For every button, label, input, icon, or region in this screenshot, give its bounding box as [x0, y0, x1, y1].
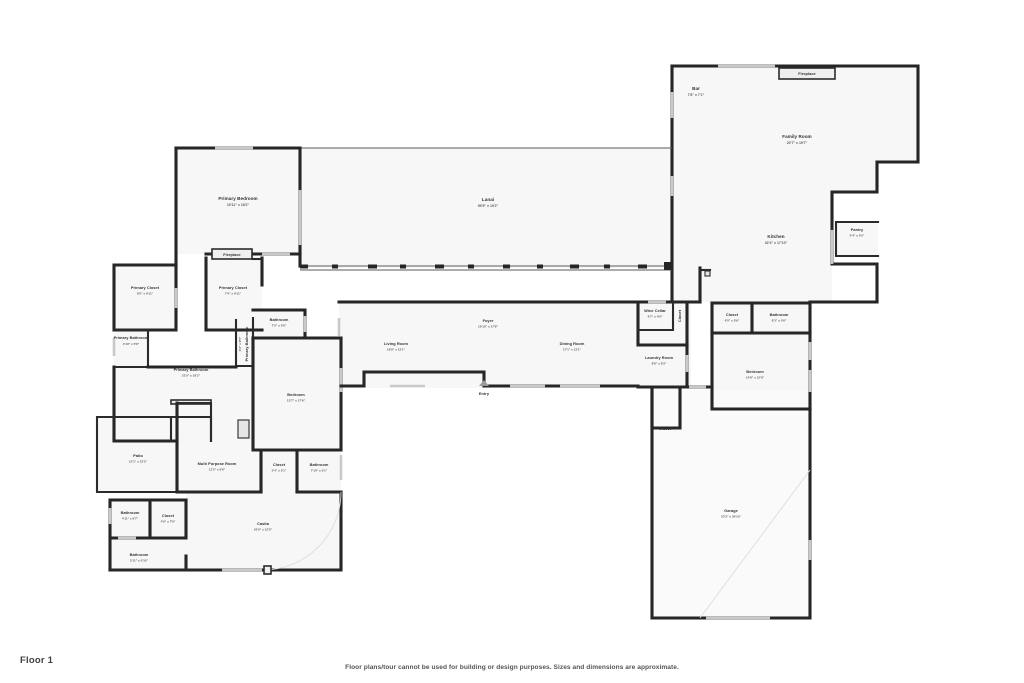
room-dining-room-dim: 17'1" x 13'1" [563, 348, 582, 352]
room-closet-center-lower-label: Closet [273, 462, 286, 467]
room-patio-label: Patio [133, 453, 143, 458]
room-multi-purpose: Multi Purpose Room 11'2" x 9'6" [175, 401, 263, 494]
room-bathroom-lower-left-label: Bathroom [121, 510, 140, 515]
room-pantry: Pantry 5'4" x 5'5" [834, 220, 880, 258]
fireplace-primary: Fireplace [211, 248, 253, 260]
room-primary-closet-east: Primary Closet 7'4" x 9'11" [204, 256, 264, 332]
room-patio: Patio 12'1" x 12'2" [95, 415, 179, 494]
room-bathroom-center-lower-label: Bathroom [310, 462, 329, 467]
room-family-room: Fireplace Bar 7'8" x 7'1" Family Room 20… [670, 64, 920, 304]
room-patio-dim: 12'1" x 12'2" [129, 460, 148, 464]
room-bedroom-center: Bedroom 13'7" x 17'6" [251, 336, 343, 452]
room-primary-bathroom-narrow-label: Primary Bathroom [244, 326, 249, 361]
room-bedroom-right: Bedroom 14'8" x 12'6" [710, 301, 812, 411]
room-lanai-dim: 59'5" x 19'2" [478, 204, 499, 208]
lanai-slider-wall [300, 262, 672, 271]
room-bathroom-lower-left: Bathroom 4'11" x 6'7" [108, 498, 188, 572]
room-pantry-dim: 5'4" x 5'5" [850, 234, 865, 238]
room-garage-dim: 23'3" x 30'10" [721, 515, 741, 519]
room-kitchen: Kitchen 32'4" x 17'10" [698, 230, 834, 304]
room-bathroom-right-label: Bathroom [770, 312, 789, 317]
room-primary-closet-east-dim: 7'4" x 9'11" [225, 292, 242, 296]
room-living-room-label: Living Room [384, 341, 409, 346]
room-closet-lower-left-dim: 4'6" x 7'6" [161, 520, 176, 524]
fireplace-family-label: Fireplace [798, 71, 816, 76]
room-bathroom-right-dim: 8'3" x 5'6" [772, 319, 787, 323]
room-bathroom-center-lower: Bathroom 7'10" x 5'1" [295, 455, 343, 494]
room-wine-cellar: Wine Cellar 6'7" x 4'6" Closet [636, 300, 689, 347]
room-kitchen-dim: 32'4" x 17'10" [765, 241, 788, 245]
room-bathroom-bottom-left-dim: 5'11" x 5'10" [130, 559, 149, 563]
room-bathroom-upper-center-dim: 7'5" x 5'9" [272, 324, 287, 328]
room-lanai: Lanai 59'5" x 19'2" [298, 146, 672, 271]
room-bedroom-right-label: Bedroom [746, 369, 764, 374]
room-bar-dim: 7'8" x 7'1" [688, 93, 705, 97]
room-family-room-dim: 20'7" x 19'7" [787, 141, 808, 145]
room-family-room-label: Family Room [782, 134, 811, 139]
room-laundry-room-dim: 8'8" x 8'3" [652, 362, 667, 366]
room-kitchen-label: Kitchen [767, 234, 784, 239]
room-wine-cellar-dim: 6'7" x 4'6" [648, 315, 663, 319]
room-wine-cellar-label: Wine Cellar [644, 308, 666, 313]
room-dining-room-label: Dining Room [560, 341, 585, 346]
room-closet-center-lower-dim: 5'4" x 5'1" [272, 469, 287, 473]
room-primary-bathroom-narrow-dim: 3'6" x 8'5" [238, 336, 242, 351]
room-primary-closet-west: Primary Closet 8'5" x 9'11" [112, 263, 178, 332]
room-closet-right-label: Closet [726, 312, 739, 317]
entry-label: Entry [479, 391, 490, 396]
room-bathroom-right: Bathroom 8'3" x 5'6" [770, 312, 789, 323]
room-garage-label: Garage [724, 508, 738, 513]
room-closet-lower-left: Closet 4'6" x 7'6" [148, 498, 188, 540]
room-bedroom-center-label: Bedroom [287, 392, 305, 397]
room-living-room-dim: 18'8" x 13'1" [387, 348, 406, 352]
room-closet-right-dim: 4'5" x 5'6" [725, 319, 740, 323]
room-bathroom-center-lower-dim: 7'10" x 5'1" [311, 469, 328, 473]
disclaimer-text: Floor plans/tour cannot be used for buil… [345, 664, 679, 671]
room-laundry-room-label: Laundry Room [645, 355, 674, 360]
room-bathroom-bottom-left-label: Bathroom [130, 552, 149, 557]
room-primary-bathroom-small-label: Primary Bathroom [114, 335, 149, 340]
room-bathroom-lower-left-dim: 4'11" x 6'7" [122, 517, 139, 521]
entry-marker: Entry [479, 380, 490, 396]
floor-label: Floor 1 [20, 655, 54, 666]
room-bedroom-center-dim: 13'7" x 17'6" [287, 399, 306, 403]
room-foyer-dim: 10'10" x 17'8" [478, 325, 498, 329]
room-closet-lower-left-label: Closet [162, 513, 175, 518]
room-closet-garage-hall-label: Closet [659, 426, 672, 431]
room-casita-label: Casita [257, 521, 270, 526]
room-bedroom-right-dim: 14'8" x 12'6" [746, 376, 765, 380]
room-closet-wine-label: Closet [677, 309, 682, 322]
room-multi-purpose-dim: 11'2" x 9'6" [209, 468, 226, 472]
room-fills [97, 66, 918, 618]
room-primary-bathroom-small: Primary Bathroom 4'10" x 5'6" [112, 328, 150, 369]
room-primary-closet-west-dim: 8'5" x 9'11" [137, 292, 154, 296]
room-bar-label: Bar [692, 86, 700, 91]
room-primary-bathroom-main-label: Primary Bathroom [174, 367, 209, 372]
room-garage: Garage 23'3" x 30'10" [650, 388, 812, 620]
room-living-foyer-dining: Living Room 18'8" x 13'1" Foyer 10'10" x… [337, 300, 702, 396]
room-bathroom-upper-center: Bathroom 7'5" x 5'9" [251, 308, 307, 340]
room-casita: Casita 20'5" x 12'5" [184, 490, 343, 575]
room-bathroom-upper-center-label: Bathroom [270, 317, 289, 322]
room-lanai-label: Lanai [482, 197, 494, 202]
fireplace-primary-label: Fireplace [223, 252, 241, 257]
room-closet-center-lower: Closet 5'4" x 5'1" [259, 448, 299, 494]
room-primary-closet-west-label: Primary Closet [131, 285, 160, 290]
room-pantry-label: Pantry [851, 227, 864, 232]
room-foyer-label: Foyer [483, 318, 494, 323]
room-primary-bathroom-main-dim: 21'5" x 18'2" [182, 374, 201, 378]
room-primary-bathroom-small-dim: 4'10" x 5'6" [123, 342, 140, 346]
room-primary-bedroom-label: Primary Bedroom [218, 196, 257, 201]
room-bathroom-bottom-left: Bathroom 5'11" x 5'10" [108, 552, 188, 572]
room-casita-dim: 20'5" x 12'5" [254, 528, 273, 532]
room-primary-closet-east-label: Primary Closet [219, 285, 248, 290]
room-laundry-room: Laundry Room 8'8" x 8'3" [636, 343, 689, 389]
room-primary-bedroom-dim: 19'11" x 18'2" [227, 203, 250, 207]
room-multi-purpose-label: Multi Purpose Room [198, 461, 237, 466]
